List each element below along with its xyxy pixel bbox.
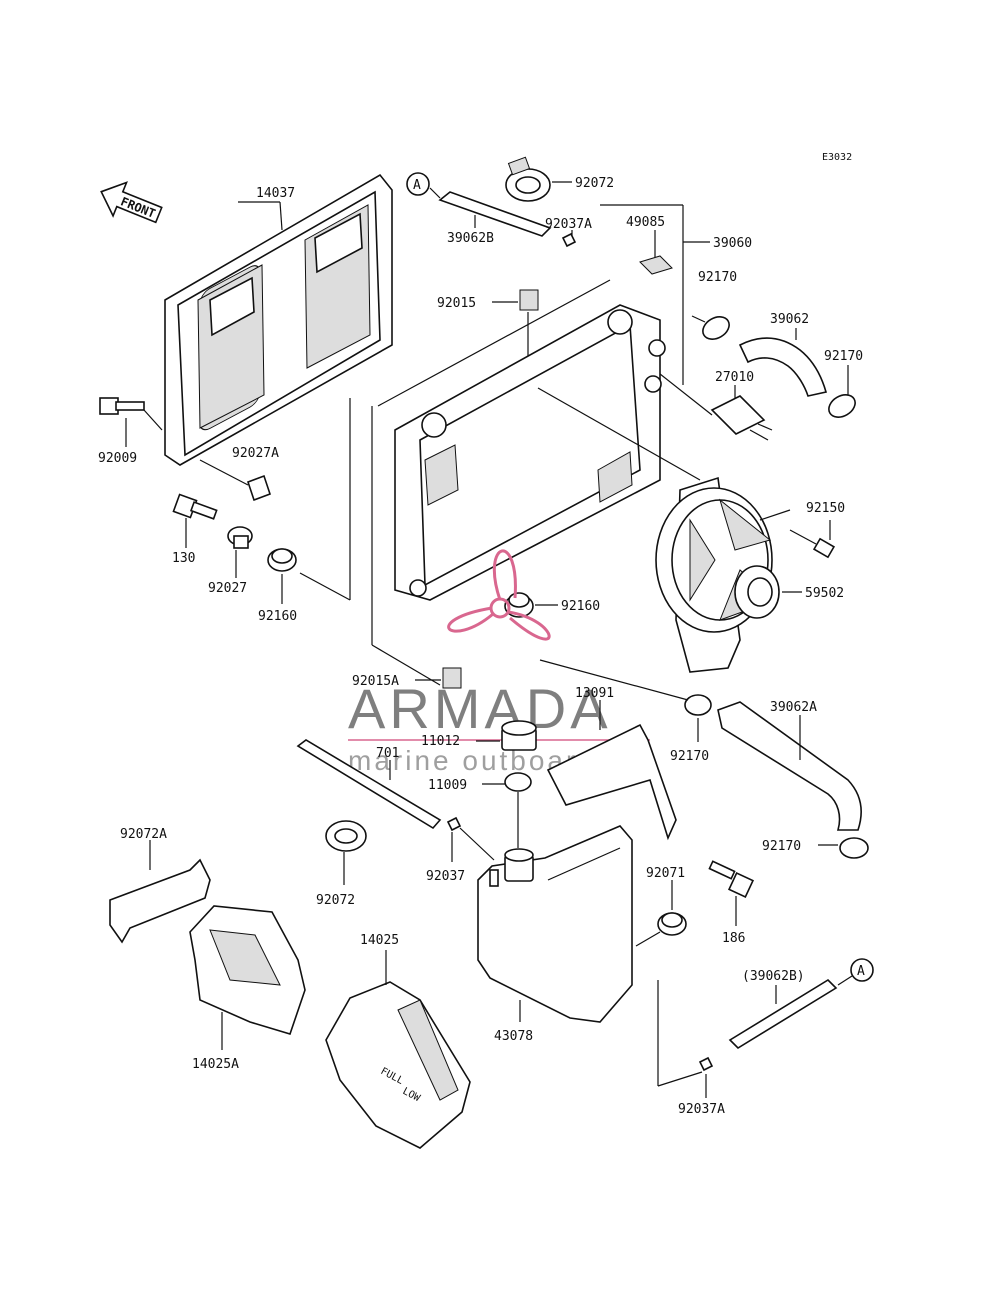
cooling-fan-icon	[655, 476, 791, 673]
grommet-49085	[639, 255, 673, 275]
reference-marker-a-top	[406, 172, 430, 196]
bracket-92015	[519, 289, 539, 311]
label-92009: 92009	[98, 451, 137, 466]
hose-clamp-bottom-icon	[325, 820, 367, 852]
label-39062: 39062	[770, 312, 809, 327]
label-39060: 39060	[713, 236, 752, 251]
label-39062b: 39062B	[447, 231, 494, 246]
label-14037: 14037	[256, 186, 295, 201]
bolt-186-icon	[708, 860, 755, 899]
label-92150: 92150	[806, 501, 845, 516]
label-92071: 92071	[646, 866, 685, 881]
bolt-92009-icon	[99, 397, 145, 415]
hose-39062a	[717, 701, 862, 831]
label-59502: 59502	[805, 586, 844, 601]
label-43078: 43078	[494, 1029, 533, 1044]
hose-clamp-icon	[505, 156, 551, 202]
clamp-92170-c	[684, 694, 712, 716]
label-14025a: 14025A	[192, 1057, 239, 1072]
label-a-top: A	[413, 178, 421, 193]
bolt-130-icon	[172, 493, 218, 520]
overflow-pipe-701	[296, 739, 442, 830]
label-92027: 92027	[208, 581, 247, 596]
label-92170-c: 92170	[670, 749, 709, 764]
label-39062a: 39062A	[770, 700, 817, 715]
label-92170-b: 92170	[824, 349, 863, 364]
label-186: 186	[722, 931, 745, 946]
bracket-92015a	[442, 667, 462, 689]
label-92037: 92037	[426, 869, 465, 884]
label-11012: 11012	[421, 734, 460, 749]
label-92072a: 92072A	[120, 827, 167, 842]
radiator-core	[394, 304, 666, 601]
label-92072-top: 92072	[575, 176, 614, 191]
label-14025: 14025	[360, 933, 399, 948]
reservoir-cover-14025: FULL LOW	[325, 981, 471, 1149]
clamp-92170-d	[839, 837, 869, 859]
reference-marker-a-bottom	[850, 958, 874, 982]
label-92160-center: 92160	[561, 599, 600, 614]
label-a-bottom: A	[857, 964, 865, 979]
clip-92037a-bottom-icon	[698, 1056, 714, 1072]
gasket-11009	[504, 772, 532, 792]
label-11009: 11009	[428, 778, 467, 793]
radiator-shroud	[164, 173, 393, 466]
label-92160-left: 92160	[258, 609, 297, 624]
label-92072-bottom: 92072	[316, 893, 355, 908]
clip-icon	[561, 232, 577, 248]
label-49085: 49085	[626, 215, 665, 230]
hose-pipe-39062b	[438, 191, 552, 237]
reservoir-cap-icon	[501, 720, 537, 751]
diagram-code: E3032	[822, 152, 852, 163]
bolt-92150-icon	[812, 537, 836, 559]
grommet-92071-icon	[657, 912, 687, 936]
label-13091: 13091	[575, 686, 614, 701]
collar-92027-icon	[227, 526, 253, 549]
bracket-13091	[546, 723, 677, 841]
clip-92037-icon	[446, 816, 462, 832]
label-92027a: 92027A	[232, 446, 279, 461]
collar-92027a	[246, 474, 272, 502]
label-39062b-paren: (39062B)	[742, 969, 805, 984]
label-92170-a: 92170	[698, 270, 737, 285]
label-27010: 27010	[715, 370, 754, 385]
bracket-92072a	[109, 858, 211, 944]
label-92170-d: 92170	[762, 839, 801, 854]
label-92037a-top: 92037A	[545, 217, 592, 232]
label-92015a: 92015A	[352, 674, 399, 689]
front-arrow-icon: FRONT	[100, 181, 163, 224]
grommet-92160-left-icon	[267, 548, 297, 572]
label-92037a-bottom: 92037A	[678, 1102, 725, 1117]
label-701: 701	[376, 746, 399, 761]
label-130: 130	[172, 551, 195, 566]
watermark-title: ARMADA	[348, 677, 612, 740]
hose-39062	[702, 316, 856, 418]
reservoir-tank	[477, 825, 633, 1023]
label-92015: 92015	[437, 296, 476, 311]
fan-switch-icon	[710, 395, 773, 441]
hose-pipe-39062b-lower	[728, 978, 838, 1050]
